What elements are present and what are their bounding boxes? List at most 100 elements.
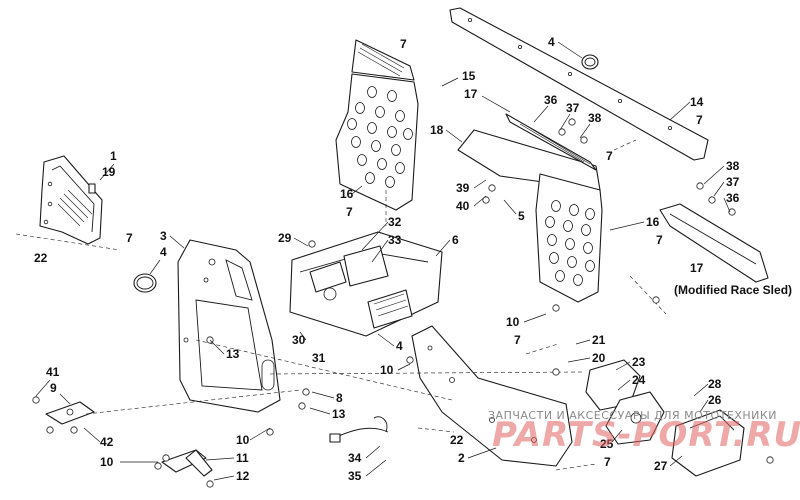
callout-12: 12 (236, 469, 250, 483)
perforation-hole (367, 86, 377, 98)
perforation-hole (573, 274, 583, 286)
callout-37a: 37 (566, 101, 580, 115)
part-14-rail (449, 7, 709, 161)
callout-36b: 36 (726, 191, 740, 205)
callout-17a: 17 (464, 87, 478, 101)
perforation-hole (585, 260, 595, 272)
callout-4b: 4 (548, 35, 555, 49)
part-4-ring-left (133, 273, 157, 293)
callout-41: 41 (46, 365, 60, 379)
callout-27: 27 (654, 459, 668, 473)
bolt (70, 426, 78, 434)
callout-22a: 22 (34, 251, 48, 265)
callout-3: 3 (160, 229, 167, 243)
part-1-side-panel (39, 155, 103, 245)
callout-16a: 16 (340, 187, 354, 201)
callout-2: 2 (458, 451, 465, 465)
part-23-throttle-block (585, 359, 665, 445)
perforation-hole (563, 220, 573, 232)
callout-18: 18 (430, 123, 444, 137)
callout-14: 14 (690, 95, 704, 109)
callout-11: 11 (236, 451, 249, 465)
callout-33: 33 (388, 233, 402, 247)
callout-7h: 7 (604, 455, 611, 469)
perforation-hole (549, 252, 559, 264)
callout-13a: 13 (226, 347, 240, 361)
callout-31: 31 (312, 351, 326, 365)
bolt (298, 402, 306, 410)
callout-9: 9 (50, 381, 57, 395)
bolt (482, 196, 490, 204)
callout-20: 20 (592, 351, 606, 365)
callout-17b: 17 (690, 261, 704, 275)
perforation-hole (371, 140, 381, 152)
bolt (266, 428, 274, 436)
watermark-tagline: ЗАПЧАСТИ И АКСЕССУАРЫ ДЛЯ МОТОТЕХНИКИ (488, 409, 777, 422)
callout-19: 19 (102, 165, 116, 179)
part-16-perforated-plate-upper (335, 39, 419, 211)
part-4-ring-top (581, 54, 599, 70)
part-18-bracket (457, 113, 601, 191)
callout-40: 40 (456, 199, 470, 213)
callout-32: 32 (388, 215, 402, 229)
perforation-hole (351, 136, 361, 148)
callout-10d: 10 (236, 433, 250, 447)
perforation-hole (377, 158, 387, 170)
callout-1: 1 (110, 149, 117, 163)
callout-35: 35 (348, 469, 362, 483)
callout-7c: 7 (346, 205, 353, 219)
callout-15: 15 (462, 69, 476, 83)
perforation-hole (555, 270, 565, 282)
callout-5: 5 (518, 209, 525, 223)
bolt (728, 208, 736, 216)
bolt (46, 426, 54, 434)
bolt (162, 454, 170, 462)
callout-38b: 38 (726, 159, 740, 173)
bolt (552, 368, 560, 376)
bolt (568, 118, 576, 126)
callout-7a: 7 (126, 231, 133, 245)
perforation-hole (583, 242, 593, 254)
callout-13b: 13 (332, 407, 346, 421)
perforation-hole (391, 144, 401, 156)
perforation-hole (551, 200, 561, 212)
perforation-hole (403, 128, 413, 140)
bolt (32, 396, 40, 404)
bolt (766, 456, 774, 464)
callout-10b: 10 (380, 363, 394, 377)
bolt (206, 480, 214, 488)
callout-layer: 1 19 22 7 3 4 29 32 33 6 7 15 17 16 7 4 … (34, 35, 792, 483)
callout-28: 28 (708, 377, 722, 391)
callout-29: 29 (278, 231, 292, 245)
callout-37b: 37 (726, 175, 740, 189)
callout-22b: 22 (450, 433, 464, 447)
perforation-hole (585, 208, 595, 220)
part-27-switch-housing (671, 409, 745, 477)
part-19-screw (88, 183, 96, 194)
perforation-hole (547, 234, 557, 246)
callout-4c: 4 (396, 339, 403, 353)
perforation-hole (365, 172, 375, 184)
callout-4a: 4 (160, 245, 167, 259)
bolt (308, 240, 316, 248)
callout-25: 25 (600, 437, 614, 451)
bolt (696, 182, 704, 190)
callout-10c: 10 (100, 455, 114, 469)
part-9-clamp (45, 401, 95, 425)
part-16-perforated-plate-right (535, 173, 603, 303)
callout-16b: 16 (646, 215, 660, 229)
watermark-brand: PARTS-PORT.RU (492, 415, 800, 455)
bolt (302, 388, 310, 396)
part-6-electrical-tray (289, 231, 443, 337)
part-11-plate (161, 449, 213, 477)
callout-7d: 7 (696, 113, 703, 127)
bolt (154, 462, 162, 470)
perforation-hole (347, 118, 357, 130)
callout-39: 39 (456, 181, 470, 195)
bolt (552, 304, 560, 312)
assembly-centerlines (15, 118, 774, 488)
callout-42: 42 (100, 435, 114, 449)
bolt (406, 356, 414, 364)
